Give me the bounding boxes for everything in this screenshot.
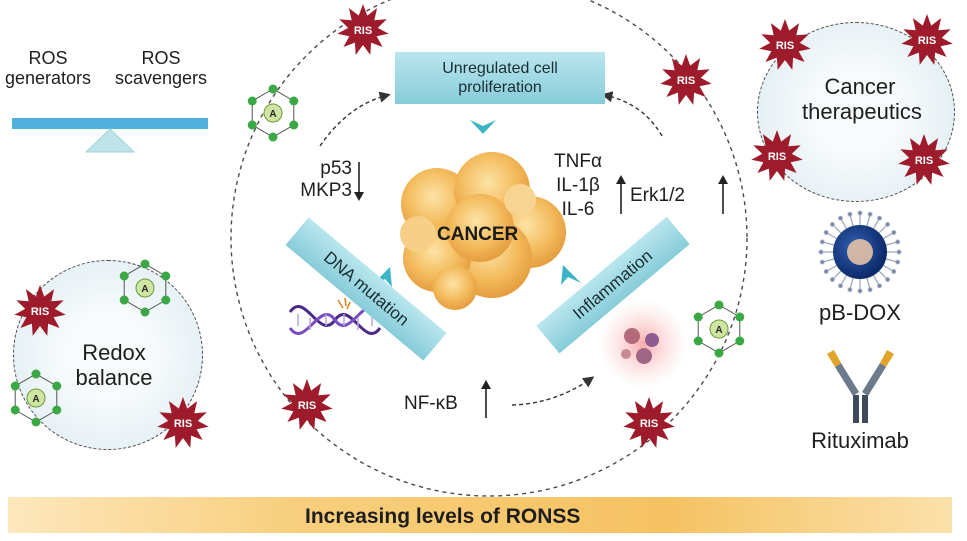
- ris-burst-label: RIS: [174, 418, 192, 430]
- arrow-nfkb-to-inflammation: [511, 376, 595, 406]
- chevron-down-icon: [470, 120, 496, 134]
- pb-dox-label: pB-DOX: [819, 300, 901, 325]
- redox-balance-label: Redox balance: [75, 340, 153, 390]
- antioxidant-label: A: [32, 394, 39, 405]
- cancer-cell-cluster-icon: [400, 152, 566, 310]
- ris-burst-shape: [898, 134, 950, 185]
- antioxidant-label: A: [141, 284, 148, 295]
- ris-burst-label: RIS: [298, 400, 316, 412]
- erk-label: Erk1/2: [630, 185, 685, 206]
- ris-burst-shape: [751, 130, 803, 181]
- chevron-upright-icon: [561, 265, 581, 285]
- cancer-therapeutics-label: Cancer therapeutics: [802, 74, 922, 124]
- antioxidant-label: A: [715, 325, 722, 336]
- ronss-bar: [8, 497, 952, 533]
- ros-scavengers-label: ROS scavengers: [114, 48, 208, 88]
- arrow-to-proliferation: [319, 91, 391, 147]
- rituximab-label: Rituximab: [811, 428, 909, 453]
- ris-burst-label: RIS: [31, 306, 49, 318]
- ris-burst-label: RIS: [915, 155, 933, 167]
- main-cycle-circle: [230, 0, 748, 497]
- p53-mkp3-label: p53 MKP3: [300, 158, 352, 201]
- ronss-bar-label: Increasing levels of RONSS: [305, 505, 581, 528]
- arrow-from-inflammation: [601, 91, 663, 137]
- nanoparticle-icon: [818, 210, 902, 294]
- cancer-label: CANCER: [437, 224, 519, 245]
- ris-burst-label: RIS: [776, 40, 794, 52]
- inflammation-cells-icon: [598, 299, 688, 389]
- ros-generators-label: ROS generators: [4, 48, 92, 88]
- ris-burst-label: RIS: [640, 418, 658, 430]
- ris-burst-shape: [157, 397, 209, 448]
- ris-burst-label: RIS: [768, 151, 786, 163]
- antibody-icon: [827, 350, 894, 423]
- ris-burst-shape: [901, 14, 953, 65]
- ris-burst-label: RIS: [918, 35, 936, 47]
- nfkb-label: NF-κB: [404, 393, 458, 414]
- ris-burst-shape: [660, 54, 712, 105]
- balance-scale-icon: [12, 118, 208, 153]
- ris-burst-shape: [759, 19, 811, 70]
- antioxidant-label: A: [269, 109, 276, 120]
- ris-burst-shape: [281, 379, 333, 430]
- ris-burst-shape: [623, 397, 675, 448]
- ris-burst-label: RIS: [354, 25, 372, 37]
- ris-burst-shape: [337, 4, 389, 55]
- cytokines-label: TNFα IL-1β IL-6: [554, 151, 602, 220]
- regulation-arrows: [354, 162, 728, 418]
- proliferation-banner: Unregulated cell proliferation: [395, 52, 605, 104]
- ris-burst-shape: [14, 285, 66, 336]
- ris-burst-label: RIS: [677, 75, 695, 87]
